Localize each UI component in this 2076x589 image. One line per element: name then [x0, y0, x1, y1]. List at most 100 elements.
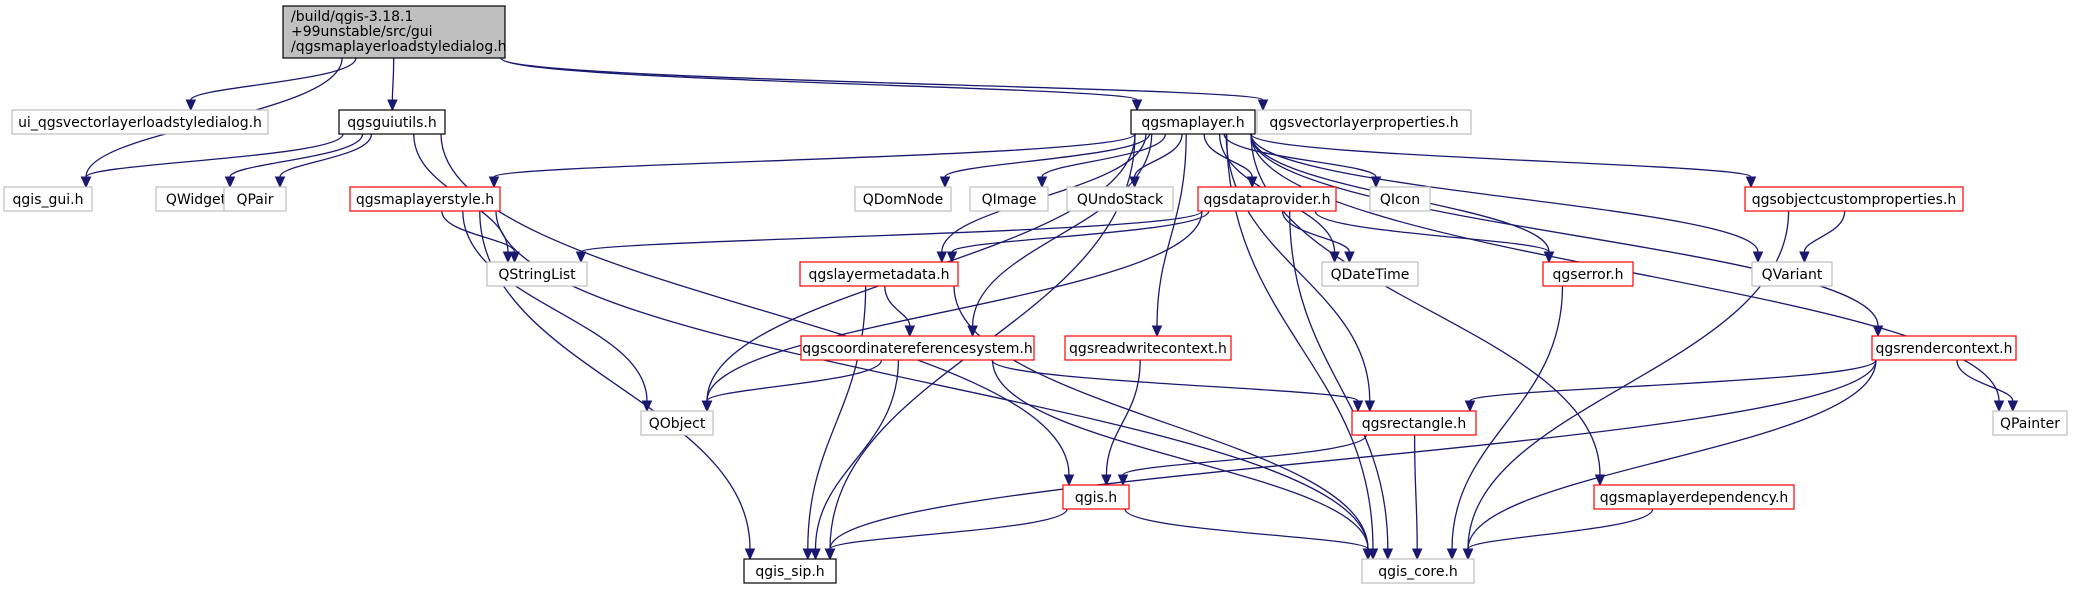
node-objcustom[interactable]: qgsobjectcustomproperties.h [1744, 186, 1964, 212]
edge-arrowhead [810, 548, 821, 561]
node-maplayer[interactable]: qgsmaplayer.h [1130, 109, 1256, 135]
node-box [1321, 261, 1419, 287]
edge-maplayer-to-qdomnode [939, 133, 1151, 189]
edge-crs-to-qgis_sip [810, 359, 900, 561]
edge-guiutils-to-qwidget [224, 133, 364, 189]
node-vlprops[interactable]: qgsvectorlayerproperties.h [1256, 109, 1472, 135]
edge-arrowhead [1364, 400, 1376, 413]
edge-line [944, 133, 1151, 178]
node-label: qgsmaplayerdependency.h [1600, 490, 1789, 506]
edge-arrowhead [224, 176, 236, 189]
node-qdomnode[interactable]: QDomNode [854, 186, 952, 212]
edge-line [1250, 133, 1879, 327]
node-box [1130, 109, 1256, 135]
edge-arrowhead [1382, 548, 1394, 561]
edge-line [951, 210, 1210, 253]
node-dataprovider[interactable]: qgsdataprovider.h [1197, 186, 1337, 212]
node-label: qgsrectangle.h [1362, 416, 1466, 432]
edge-arrowhead [1464, 400, 1476, 413]
node-label: QObject [649, 416, 706, 432]
node-box [282, 5, 506, 59]
edge-arrowhead [274, 176, 286, 189]
node-mlstyle[interactable]: qgsmaplayerstyle.h [349, 186, 501, 212]
node-label: qgsreadwritecontext.h [1069, 341, 1227, 357]
node-qstringlist[interactable]: QStringList [486, 261, 588, 287]
edge-error-to-qgis_core [1446, 285, 1564, 561]
node-box [338, 109, 446, 135]
node-root[interactable]: /build/qgis-3.18.1+99unstable/src/gui/qg… [282, 5, 507, 59]
edge-line [706, 359, 883, 402]
node-label: qgslayermetadata.h [808, 267, 949, 283]
edge-maplayer-to-objcustom [1250, 133, 1757, 189]
node-mldependency[interactable]: qgsmaplayerdependency.h [1593, 484, 1795, 510]
node-label: /qgsmaplayerloadstyledialog.h [291, 39, 507, 55]
node-qgis_core[interactable]: qgis_core.h [1361, 558, 1475, 584]
edge-layermeta-to-qgis_sip [802, 285, 867, 561]
edge-line [229, 133, 364, 178]
edge-mlstyle-to-qstringlist [441, 210, 520, 264]
edge-line [462, 210, 648, 402]
node-qpainter[interactable]: QPainter [1992, 410, 2068, 436]
edge-line [1133, 133, 1183, 178]
node-label: QImage [982, 192, 1037, 208]
node-qwidget[interactable]: QWidget [155, 186, 237, 212]
edge-crs-to-qobject [701, 359, 883, 413]
node-ui_dialog[interactable]: ui_qgsvectorlayerloadstyledialog.h [11, 109, 269, 135]
node-label: qgis_sip.h [755, 564, 824, 580]
edge-objcustom-to-qvariant [1799, 210, 1846, 264]
edge-maplayer-to-rwcontext [1151, 133, 1187, 338]
node-qgis_gui[interactable]: qgis_gui.h [3, 186, 93, 212]
edge-line [991, 359, 1369, 550]
edge-line [500, 57, 1264, 101]
edge-arrowhead [80, 176, 92, 189]
node-rectangle[interactable]: qgsrectangle.h [1351, 410, 1477, 436]
edge-line [1314, 210, 1550, 253]
edge-dataprovider-to-error [1314, 210, 1555, 264]
node-rendercontext[interactable]: qgsrendercontext.h [1871, 335, 2017, 361]
node-box [799, 261, 959, 287]
node-box [800, 335, 1035, 361]
edge-crs-to-qgis_core [991, 359, 1374, 561]
node-guiutils[interactable]: qgsguiutils.h [338, 109, 446, 135]
node-rwcontext[interactable]: qgsreadwritecontext.h [1064, 335, 1232, 361]
node-label: ui_qgsvectorlayerloadstyledialog.h [18, 115, 262, 131]
edge-line [1122, 434, 1367, 476]
node-layer: /build/qgis-3.18.1+99unstable/src/gui/qg… [3, 5, 2068, 584]
edge-line [1250, 133, 1759, 253]
node-qicon[interactable]: QIcon [1369, 186, 1431, 212]
edge-arrowhead [744, 548, 756, 561]
node-qgis_sip[interactable]: qgis_sip.h [743, 558, 837, 584]
edge-arrowhead [1131, 99, 1143, 112]
edge-line [1956, 359, 2014, 402]
edge-line [500, 57, 1138, 101]
node-box [1593, 484, 1795, 510]
edge-arrowhead [939, 176, 951, 189]
node-label: QPainter [2000, 416, 2060, 432]
node-label: +99unstable/src/gui [291, 24, 433, 40]
edge-dataprovider-to-qstringlist [575, 210, 1203, 264]
node-error[interactable]: qgserror.h [1542, 261, 1634, 287]
edge-line [814, 359, 900, 550]
edge-line [1803, 210, 1846, 253]
node-layermeta[interactable]: qgslayermetadata.h [799, 261, 959, 287]
edge-line [580, 210, 1203, 253]
node-qundostack[interactable]: QUndoStack [1066, 186, 1174, 212]
edge-line [1105, 359, 1141, 476]
edge-arrowhead [1411, 548, 1423, 561]
edge-arrowhead [1352, 400, 1364, 413]
node-qdatetime[interactable]: QDateTime [1321, 261, 1419, 287]
node-qpair[interactable]: QPair [223, 186, 287, 212]
node-qvariant[interactable]: QVariant [1751, 261, 1833, 287]
node-box [11, 109, 269, 135]
node-label: QStringList [498, 267, 576, 283]
edge-arrowhead [701, 400, 713, 413]
node-qgis_h[interactable]: qgis.h [1062, 484, 1130, 510]
node-crs[interactable]: qgscoordinatereferencesystem.h [800, 335, 1035, 361]
edge-maplayer-to-qicon [1223, 133, 1382, 189]
edge-arrowhead [1344, 251, 1355, 264]
edge-maplayer-to-rendercontext [1250, 133, 1884, 338]
node-label: QUndoStack [1077, 192, 1164, 208]
node-qobject[interactable]: QObject [640, 410, 714, 436]
edge-arrowhead [904, 325, 916, 338]
node-qimage[interactable]: QImage [969, 186, 1049, 212]
